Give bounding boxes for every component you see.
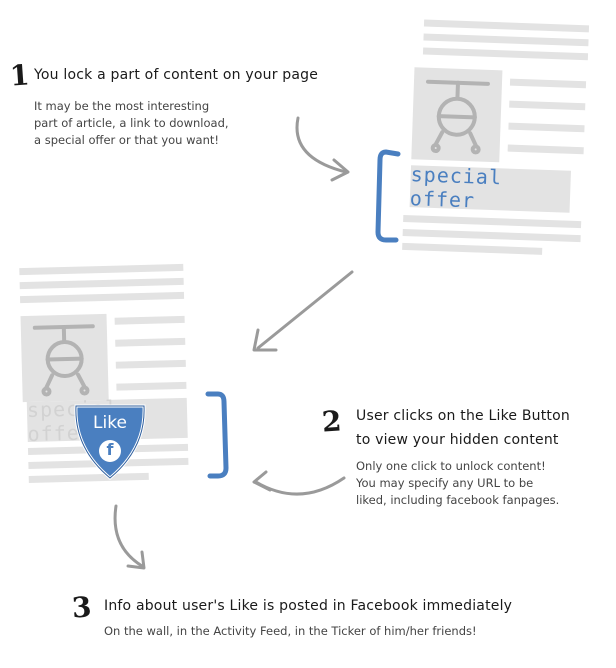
like-badge xyxy=(74,404,146,480)
step-1-title: You lock a part of content on your page xyxy=(34,67,319,83)
step-3-title: Info about user's Like is posted in Face… xyxy=(104,598,513,614)
step-3-number: 3 xyxy=(70,590,93,625)
curved-arrow-icon xyxy=(113,504,146,570)
step-2-title-line: User clicks on the Like Button xyxy=(356,408,570,424)
helicopter-icon xyxy=(425,79,490,155)
curved-arrow-icon xyxy=(252,470,346,496)
step-1-description-line: a special offer or that you want! xyxy=(34,133,219,147)
facebook-icon xyxy=(99,440,121,462)
step-2-description-line: Only one click to unlock content! xyxy=(356,459,546,473)
step-2-description-line: liked, including facebook fanpages. xyxy=(356,493,560,507)
like-badge-label: Like xyxy=(93,413,127,433)
step-2-description-line: You may specify any URL to be xyxy=(356,476,534,490)
mockup-page-bottom: special offer xyxy=(15,263,192,484)
step-2-description: Only one click to unlock content! You ma… xyxy=(356,458,559,509)
step-3-description: On the wall, in the Activity Feed, in th… xyxy=(104,624,477,638)
mockup-page-top: special offer xyxy=(388,17,596,264)
curved-arrow-icon xyxy=(295,116,350,182)
step-2-title: User clicks on the Like Button to view y… xyxy=(356,404,570,452)
helicopter-icon xyxy=(32,324,95,397)
image-placeholder xyxy=(411,67,503,163)
image-placeholder xyxy=(20,313,109,403)
facebook-letter: f xyxy=(106,440,114,459)
bracket-icon xyxy=(205,391,229,479)
step-1-description-line: It may be the most interesting xyxy=(34,99,210,113)
step-1-description: It may be the most interesting part of a… xyxy=(34,98,229,149)
bracket-icon xyxy=(375,149,401,243)
step-2-title-line: to view your hidden content xyxy=(356,432,559,448)
curved-arrow-icon xyxy=(252,270,354,352)
step-1-description-line: part of article, a link to download, xyxy=(34,116,229,130)
step-2-number: 2 xyxy=(320,404,343,439)
